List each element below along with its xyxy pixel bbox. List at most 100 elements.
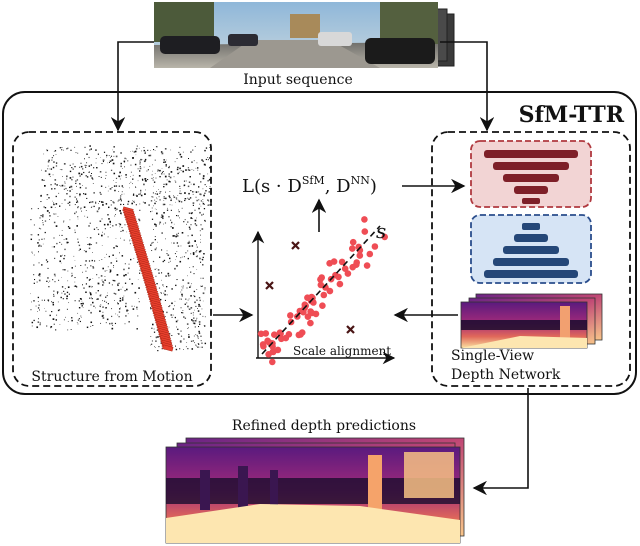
- point-cloud-dot: [196, 162, 198, 164]
- point-cloud-dot: [107, 303, 109, 305]
- point-cloud-dot: [139, 167, 142, 170]
- point-cloud-dot: [180, 291, 182, 293]
- point-cloud-dot: [120, 162, 122, 165]
- point-cloud-dot: [202, 264, 204, 266]
- point-cloud-dot: [56, 242, 58, 245]
- point-cloud-dot: [93, 228, 96, 230]
- point-cloud-dot: [200, 205, 202, 207]
- loss-sup-sfm: SfM: [302, 174, 325, 187]
- point-cloud-dot: [162, 215, 164, 218]
- point-cloud-dot: [190, 212, 192, 214]
- point-cloud-dot: [95, 149, 97, 151]
- point-cloud-dot: [118, 282, 120, 284]
- point-cloud-dot: [195, 251, 197, 253]
- point-cloud-dot: [187, 328, 189, 329]
- point-cloud-dot: [86, 216, 89, 218]
- point-cloud-dot: [76, 201, 78, 203]
- point-cloud-dot: [135, 194, 137, 196]
- point-cloud-dot: [129, 187, 130, 189]
- point-cloud-dot: [50, 168, 53, 170]
- point-cloud-dot: [90, 201, 92, 203]
- point-cloud-dot: [56, 291, 59, 293]
- camera-pose: [162, 344, 174, 352]
- point-cloud-dot: [153, 229, 154, 230]
- point-cloud-dot: [80, 265, 82, 266]
- point-cloud-dot: [151, 327, 153, 329]
- point-cloud-dot: [176, 326, 177, 328]
- point-cloud-dot: [92, 267, 95, 269]
- scatter-point: [307, 308, 314, 315]
- point-cloud-dot: [179, 217, 180, 219]
- point-cloud-dot: [64, 181, 66, 183]
- point-cloud-dot: [175, 320, 178, 323]
- point-cloud-dot: [52, 318, 55, 320]
- point-cloud-dot: [207, 173, 209, 175]
- point-cloud-dot: [168, 166, 170, 169]
- point-cloud-dot: [197, 346, 199, 348]
- point-cloud-dot: [121, 185, 124, 187]
- point-cloud-dot: [58, 309, 61, 311]
- point-cloud-dot: [109, 269, 111, 271]
- point-cloud-dot: [104, 276, 106, 277]
- point-cloud-dot: [181, 232, 184, 234]
- point-cloud-dot: [161, 279, 162, 281]
- point-cloud-dot: [160, 216, 163, 218]
- point-cloud-dot: [132, 150, 133, 152]
- point-cloud-dot: [85, 187, 87, 189]
- point-cloud-dot: [49, 314, 51, 317]
- point-cloud-dot: [47, 277, 49, 279]
- point-cloud-dot: [187, 221, 189, 223]
- point-cloud-dot: [30, 309, 32, 311]
- point-cloud-dot: [66, 148, 68, 150]
- point-cloud-dot: [108, 218, 110, 220]
- point-cloud-dot: [188, 192, 190, 195]
- point-cloud-dot: [53, 295, 55, 297]
- point-cloud-dot: [135, 154, 137, 156]
- point-cloud-dot: [77, 319, 80, 321]
- point-cloud-dot: [85, 175, 87, 177]
- point-cloud-dot: [31, 251, 33, 253]
- point-cloud-dot: [86, 165, 88, 166]
- point-cloud-dot: [102, 306, 104, 308]
- point-cloud-dot: [80, 315, 82, 317]
- point-cloud-dot: [159, 199, 161, 201]
- point-cloud-dot: [78, 307, 81, 309]
- point-cloud-dot: [51, 311, 53, 313]
- point-cloud-dot: [171, 316, 173, 318]
- point-cloud-dot: [210, 202, 212, 204]
- point-cloud-dot: [133, 201, 135, 203]
- point-cloud-dot: [177, 166, 179, 169]
- point-cloud-dot: [126, 310, 128, 312]
- point-cloud-dot: [129, 240, 130, 242]
- scatter-point: [295, 331, 303, 339]
- point-cloud-dot: [41, 299, 43, 301]
- point-cloud-dot: [70, 186, 72, 188]
- point-cloud-dot: [112, 149, 114, 151]
- point-cloud-dot: [156, 191, 157, 192]
- point-cloud-dot: [196, 244, 197, 246]
- point-cloud-dot: [47, 165, 49, 167]
- scatter-point: [300, 308, 307, 316]
- point-cloud-dot: [39, 309, 40, 311]
- point-cloud-dot: [170, 314, 173, 316]
- point-cloud-dot: [119, 210, 121, 212]
- point-cloud-dot: [121, 255, 124, 257]
- point-cloud-dot: [170, 226, 172, 228]
- point-cloud-dot: [193, 290, 196, 293]
- point-cloud-dot: [76, 225, 78, 227]
- scatter-point: [361, 216, 368, 223]
- point-cloud-dot: [159, 191, 161, 193]
- point-cloud-dot: [204, 192, 206, 194]
- point-cloud-dot: [79, 183, 81, 185]
- point-cloud-dot: [151, 343, 153, 345]
- point-cloud-dot: [151, 210, 153, 212]
- point-cloud-dot: [114, 207, 117, 210]
- point-cloud-dot: [66, 291, 69, 294]
- point-cloud-dot: [139, 203, 141, 205]
- point-cloud-dot: [101, 279, 103, 281]
- point-cloud-dot: [192, 320, 194, 322]
- point-cloud-dot: [163, 161, 165, 163]
- point-cloud-dot: [166, 286, 168, 288]
- point-cloud-dot: [192, 218, 194, 220]
- point-cloud-dot: [59, 234, 60, 236]
